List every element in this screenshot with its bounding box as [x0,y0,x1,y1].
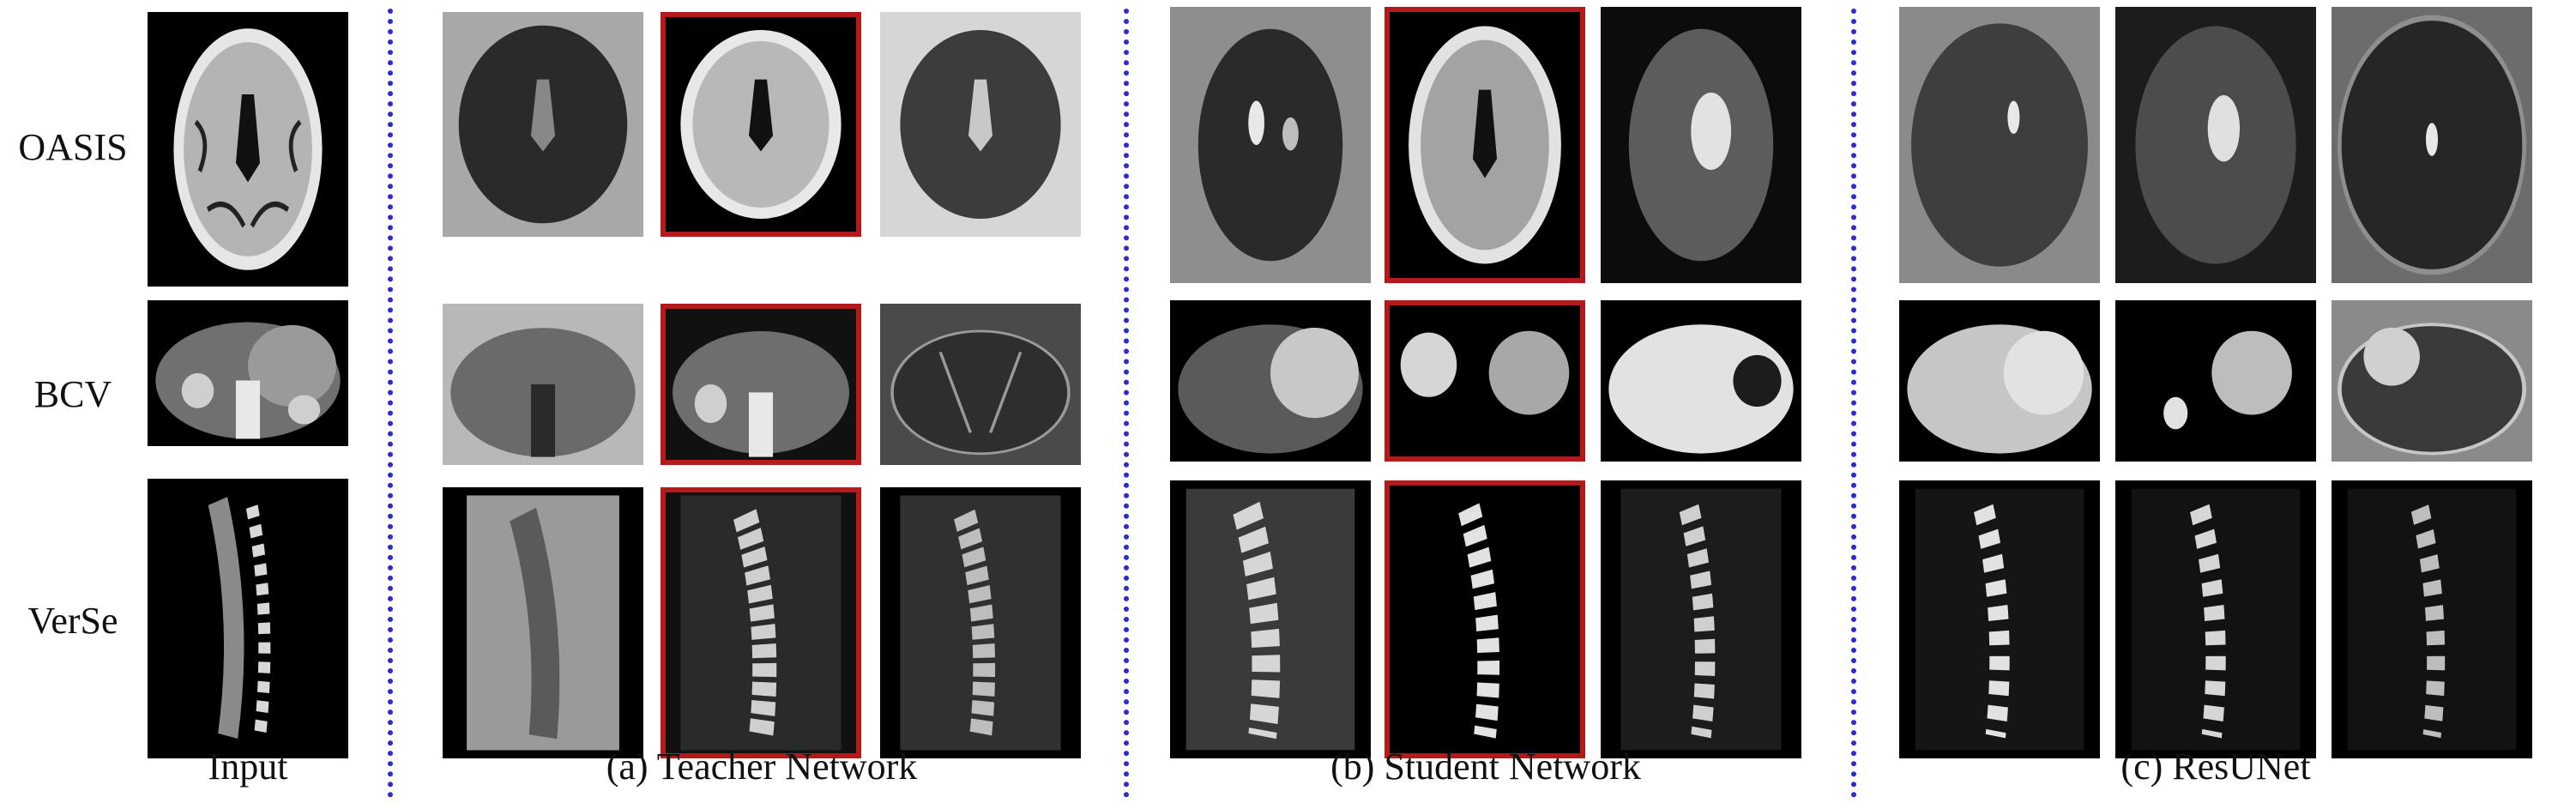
teacher-bcv-image-1 [443,304,643,465]
teacher-bcv-image-2-highlighted [661,304,861,465]
teacher-verse-image-2-highlighted [661,487,861,758]
teacher-verse-image-1 [443,487,643,758]
student-oasis-image-2-highlighted [1385,7,1585,283]
student-bcv-image-1 [1170,300,1371,462]
divider-1 [388,9,393,798]
divider-3 [1851,9,1856,798]
resunet-oasis-image-2 [2115,7,2316,283]
teacher-oasis-image-3 [880,12,1081,237]
row-label-bcv: BCV [33,373,112,415]
student-bcv-image-2-highlighted [1385,300,1585,462]
input-oasis-image [148,12,348,287]
caption-student-network: (b) Student Network [1330,746,1641,788]
resunet-bcv-image-2 [2115,300,2316,462]
teacher-oasis-image-2-highlighted [661,12,861,237]
resunet-oasis-image-3 [2332,7,2532,283]
student-verse-image-1 [1170,480,1371,758]
student-oasis-image-1 [1170,7,1371,283]
resunet-verse-image-3 [2332,480,2532,758]
student-verse-image-2-highlighted [1385,480,1585,758]
student-verse-image-3 [1601,480,1801,758]
caption-resunet: (c) ResUNet [2121,746,2311,788]
caption-input: Input [208,746,288,788]
teacher-bcv-image-3 [880,304,1081,465]
caption-teacher-network: (a) Teacher Network [606,746,918,788]
input-bcv-image [148,300,348,446]
resunet-oasis-image-1 [1899,7,2100,283]
teacher-oasis-image-1 [443,12,643,237]
input-verse-image [148,479,348,758]
student-oasis-image-3 [1601,7,1801,283]
resunet-bcv-image-1 [1899,300,2100,462]
resunet-verse-image-1 [1899,480,2100,758]
row-label-verse: VerSe [27,600,118,642]
resunet-bcv-image-3 [2332,300,2532,462]
row-label-oasis: OASIS [18,126,128,168]
teacher-verse-image-3 [880,487,1081,758]
resunet-verse-image-2 [2115,480,2316,758]
divider-2 [1124,9,1129,798]
student-bcv-image-3 [1601,300,1801,462]
